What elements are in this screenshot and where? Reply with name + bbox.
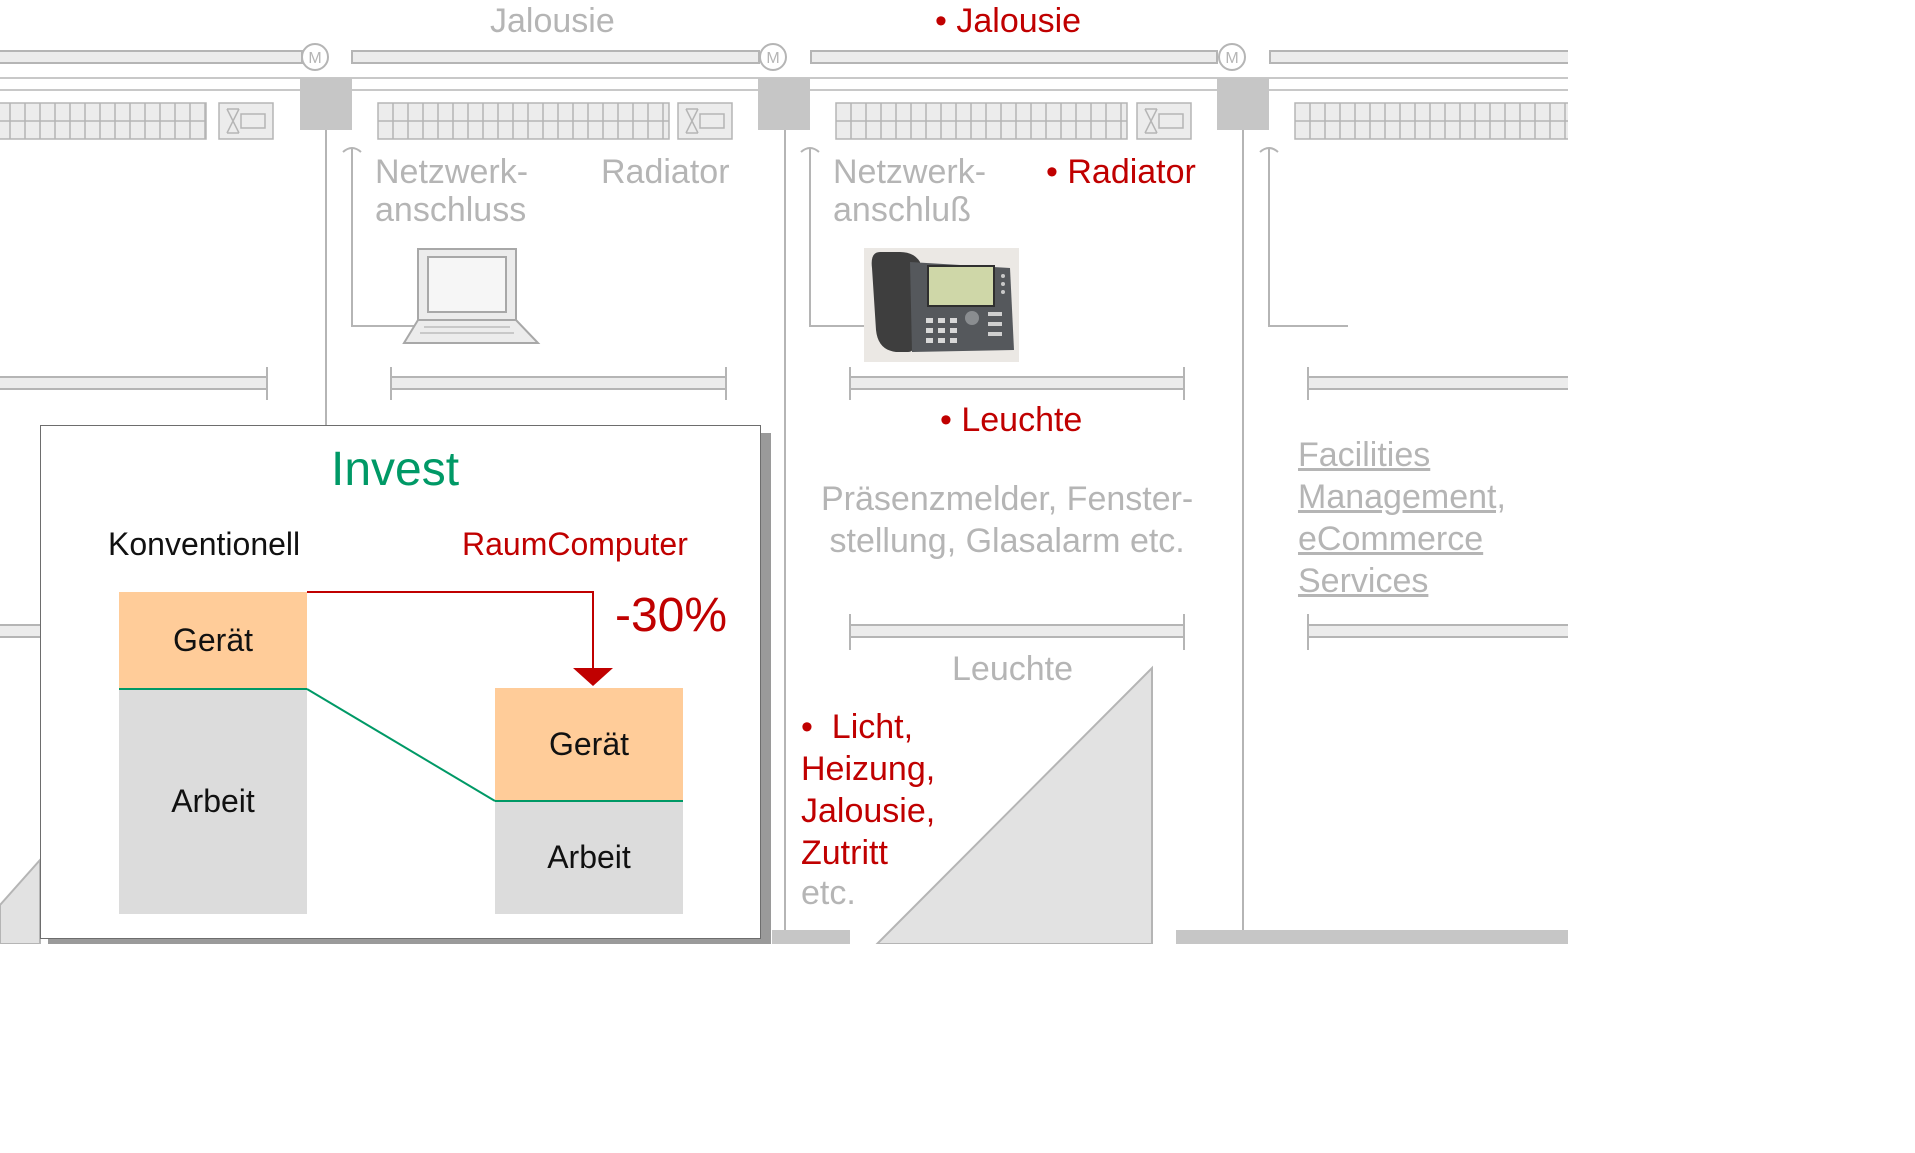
floor-bars: [772, 930, 1568, 944]
reduction-arrow: [307, 591, 594, 668]
motor-label: M: [1225, 50, 1238, 67]
reduction-label: -30%: [615, 589, 728, 642]
services-link-management[interactable]: Management,: [1298, 478, 1506, 516]
ip-phone-icon: [864, 248, 1019, 362]
geraet-bar-conventional: Gerät: [119, 592, 307, 689]
building-schematic: M M M: [0, 43, 1568, 944]
conventional-label: Konventionell: [108, 526, 301, 562]
light-cone: [875, 665, 1153, 944]
invest-panel: Invest Konventionell RaumComputer -30% G…: [40, 425, 761, 939]
arbeit-bar-conventional: Arbeit: [119, 689, 307, 914]
geraet-bar-raumcomputer: Gerät: [495, 688, 683, 801]
blind-label-red: • Jalousie: [935, 2, 1082, 40]
reduction-arrowhead: [573, 668, 613, 686]
functions-list: • Licht, Heizung, Jalousie, Zutritt: [801, 708, 936, 872]
building-scene: M M M: [0, 2, 1568, 944]
arbeit-label: Arbeit: [171, 783, 255, 819]
network-label: Netzwerk- anschluss: [375, 153, 529, 229]
blind-label: Jalousie: [490, 2, 615, 40]
network-label: Netzwerk- anschluß: [833, 153, 987, 229]
invest-title: Invest: [331, 443, 460, 496]
services-link-facilities[interactable]: Facilities: [1298, 436, 1431, 474]
pillars: [300, 78, 1269, 130]
motor-label: M: [308, 50, 321, 67]
light-bars-upper: [0, 367, 1568, 400]
light-cone-left: [0, 857, 41, 944]
geraet-label: Gerät: [548, 726, 630, 762]
laptop-icon: [402, 248, 541, 344]
sensors-label: Präsenzmelder, Fenster- stellung, Glasal…: [821, 480, 1194, 560]
leuchte-label: Leuchte: [952, 650, 1073, 688]
motor-icons: [301, 43, 1246, 71]
arbeit-bar-raumcomputer: Arbeit: [495, 801, 683, 914]
services-link-services[interactable]: Services: [1298, 562, 1429, 600]
radiator-label: Radiator: [601, 153, 730, 191]
blind-rails: [0, 50, 1568, 64]
functions-etc: etc.: [801, 874, 856, 912]
raumcomputer-label: RaumComputer: [462, 526, 688, 562]
radiator-label-red: • Radiator: [1046, 153, 1196, 191]
light-bars-lower: [0, 614, 1568, 650]
window-grids: [0, 102, 1568, 140]
motor-label: M: [766, 50, 779, 67]
geraet-label: Gerät: [172, 622, 254, 658]
network-cables: [342, 147, 1348, 327]
leuchte-label-red: • Leuchte: [940, 401, 1083, 439]
services-link-ecommerce[interactable]: eCommerce: [1298, 520, 1484, 558]
arbeit-label: Arbeit: [547, 839, 631, 875]
valve-icons: [218, 102, 1192, 140]
